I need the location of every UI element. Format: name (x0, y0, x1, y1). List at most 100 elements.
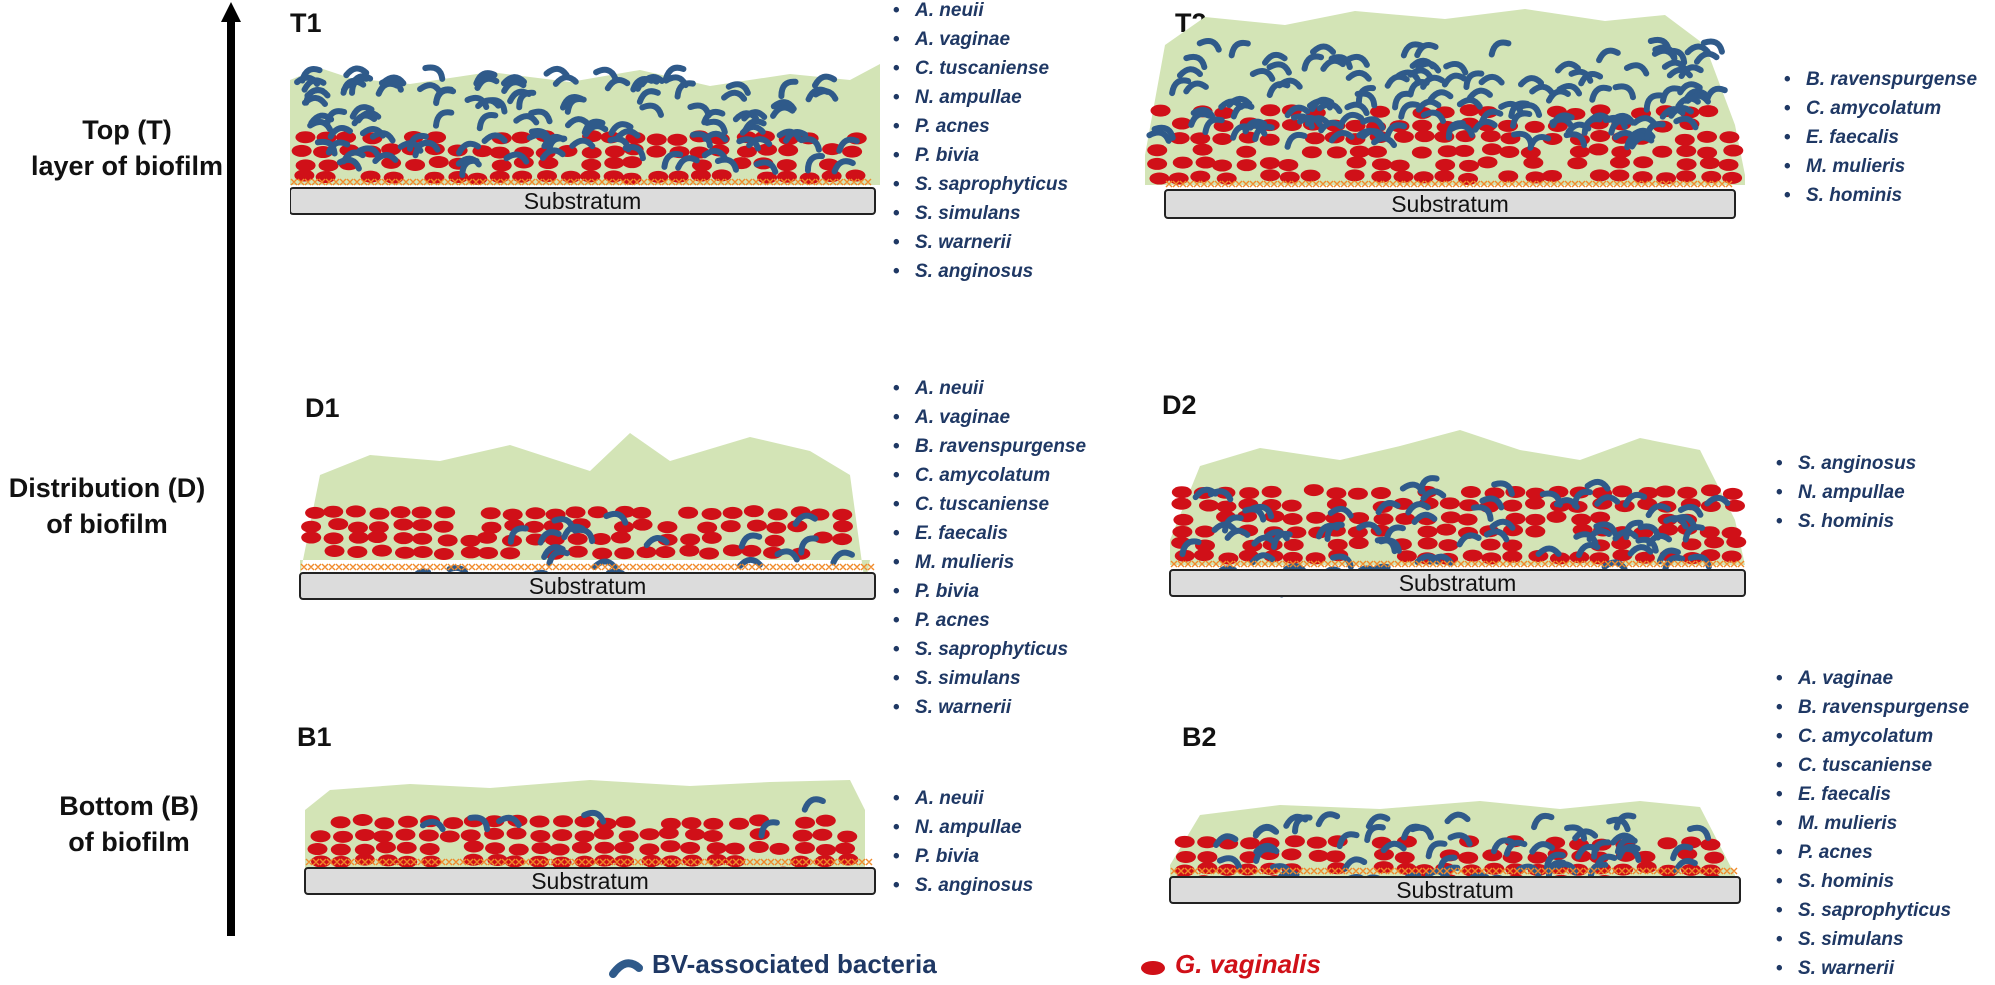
bv-rod (1545, 88, 1571, 104)
bv-rod (1441, 72, 1468, 88)
species-list-t2: B. ravenspurgenseC. amycolatumE. faecali… (1784, 65, 1977, 210)
gv-cell (845, 169, 866, 182)
species-item: S. hominis (1776, 867, 1969, 896)
gv-cell (1284, 835, 1305, 848)
gv-cell (1459, 159, 1480, 172)
bv-rod (484, 97, 508, 115)
gv-cell (832, 533, 853, 546)
bv-rod (1490, 837, 1515, 855)
bv-rod (1529, 841, 1555, 855)
bv-rod (1677, 503, 1704, 518)
bv-rod (732, 110, 759, 123)
bv-rod (543, 65, 570, 78)
gv-cell (1396, 550, 1417, 563)
gv-cell (1655, 485, 1676, 498)
gv-cell (1278, 159, 1299, 172)
gv-cell (776, 159, 797, 172)
gv-cell (1306, 511, 1327, 524)
gv-cell (1525, 487, 1546, 500)
species-item: S. simulans (893, 664, 1086, 693)
bv-rod (1213, 833, 1239, 848)
species-item: A. vaginae (893, 25, 1068, 54)
gv-cell (511, 131, 532, 144)
species-list-d1: A. neuiiA. vaginaeB. ravenspurgenseC. am… (893, 374, 1086, 722)
gv-cell (1704, 536, 1725, 549)
bv-rod (356, 145, 382, 161)
gv-cell (1366, 145, 1387, 158)
gv-cell (1523, 156, 1544, 169)
bv-rod (526, 131, 553, 147)
gv-cell (355, 829, 376, 842)
gv-cell (778, 144, 799, 157)
bv-rod (507, 525, 529, 545)
gv-cell (699, 547, 720, 560)
bv-rod (1270, 530, 1293, 550)
gv-cell (1704, 851, 1725, 864)
gv-cell (1236, 159, 1257, 172)
gv-cell (504, 855, 525, 868)
bv-rod (1228, 39, 1251, 59)
gv-cell (574, 855, 595, 868)
bv-rod (1400, 41, 1425, 59)
bv-rod (1673, 858, 1698, 874)
substratum-bar (1164, 189, 1736, 219)
gv-cell (776, 170, 797, 183)
bv-rod (327, 125, 353, 140)
gv-cell (571, 841, 592, 854)
bv-rod (1290, 113, 1315, 130)
biofilm-panel-t2: Substratum (1145, 9, 1745, 219)
gv-cell (1697, 130, 1718, 143)
gv-cell (375, 841, 396, 854)
bv-rod (1192, 486, 1219, 501)
attachment-crosses (305, 858, 873, 866)
bv-rod (467, 814, 491, 833)
gv-cell (1171, 117, 1192, 130)
gv-cell (439, 830, 460, 843)
bv-rod (551, 516, 576, 533)
species-item: S. hominis (1784, 181, 1977, 210)
bv-rod (639, 102, 664, 118)
bv-rod (1568, 68, 1594, 84)
bv-rod (1488, 39, 1512, 58)
gv-cell (1657, 837, 1678, 850)
bv-rod (1445, 120, 1466, 141)
bv-rod (770, 104, 796, 119)
gv-cell (1172, 525, 1193, 538)
gv-cell (1527, 851, 1548, 864)
gv-cell (701, 531, 722, 544)
bv-rod (1646, 532, 1673, 547)
gv-cell (315, 171, 336, 184)
bv-rod (1409, 57, 1436, 70)
gv-cell (615, 816, 636, 829)
gv-cell (1190, 170, 1211, 183)
bv-rod (1169, 77, 1192, 97)
gv-cell (368, 521, 389, 534)
vertical-axis-arrow (221, 2, 241, 936)
gv-cell (1634, 551, 1655, 564)
gv-cell (1676, 158, 1697, 171)
bv-rod (1301, 53, 1325, 72)
bv-rod (349, 75, 370, 96)
gv-cell (328, 518, 349, 531)
gv-cell (1677, 848, 1698, 861)
gv-cell (1589, 169, 1610, 182)
gv-cell (1346, 156, 1367, 169)
gv-cell (680, 841, 701, 854)
species-item: S. anginosus (893, 257, 1068, 286)
gv-cell (428, 156, 449, 169)
gv-cell (1590, 130, 1611, 143)
bv-rod (643, 535, 670, 549)
species-item: A. neuii (893, 784, 1033, 813)
gv-cell (1699, 157, 1720, 170)
bv-rod (1315, 522, 1340, 540)
bv-rod (1670, 843, 1694, 862)
gv-cell (711, 169, 732, 182)
bv-rod (1414, 42, 1439, 59)
bv-rod (581, 809, 607, 825)
bv-rod (1315, 811, 1341, 828)
bv-rod (1584, 478, 1611, 492)
gv-cell (433, 547, 454, 560)
gv-cell (412, 519, 433, 532)
gv-cell (463, 853, 484, 866)
gv-cell (1498, 170, 1519, 183)
